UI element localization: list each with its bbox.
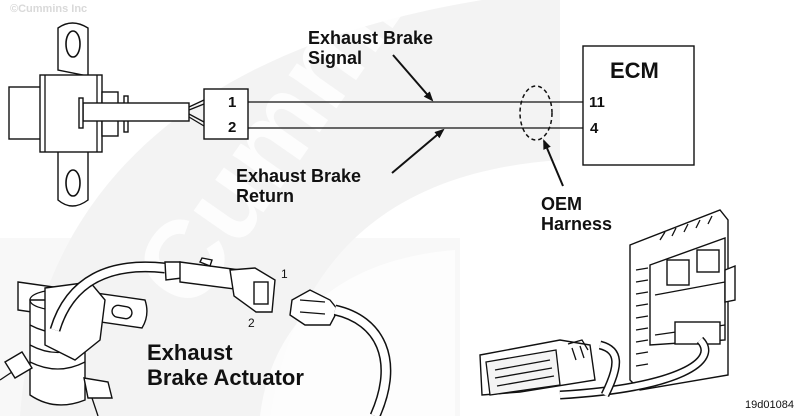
figure-id: 19d01084: [745, 399, 794, 411]
ecm-pin-4: 4: [590, 120, 599, 137]
actuator-connector: 1 2: [203, 88, 249, 140]
illustration-pin-1: 1: [281, 267, 288, 281]
oem-arrow: [543, 139, 564, 187]
actuator-label-line1: Exhaust: [147, 340, 233, 365]
signal-arrow: [392, 54, 434, 102]
ecm-title: ECM: [610, 58, 659, 83]
oem-label-line2: Harness: [541, 214, 612, 234]
actuator-side-view: [8, 22, 205, 207]
return-label-line2: Return: [236, 186, 294, 206]
oem-harness-marker: [519, 85, 553, 141]
oem-label-line1: OEM: [541, 194, 582, 214]
connector-pin-1: 1: [228, 94, 236, 111]
signal-label-line2: Signal: [308, 48, 362, 68]
ecm-box: ECM 11 4: [582, 45, 695, 166]
ecm-pin-11: 11: [589, 94, 605, 111]
illustration-pin-2: 2: [248, 316, 255, 330]
ecm-module-illustration: [479, 209, 736, 400]
return-arrow: [391, 128, 445, 174]
signal-label-line1: Exhaust Brake: [308, 28, 433, 48]
copyright-text: ©Cummins Inc: [10, 3, 87, 15]
actuator-label-line2: Brake Actuator: [147, 365, 304, 390]
connector-pin-2: 2: [228, 119, 236, 136]
exhaust-brake-actuator-illustration: [0, 257, 392, 416]
return-label-line1: Exhaust Brake: [236, 166, 361, 186]
